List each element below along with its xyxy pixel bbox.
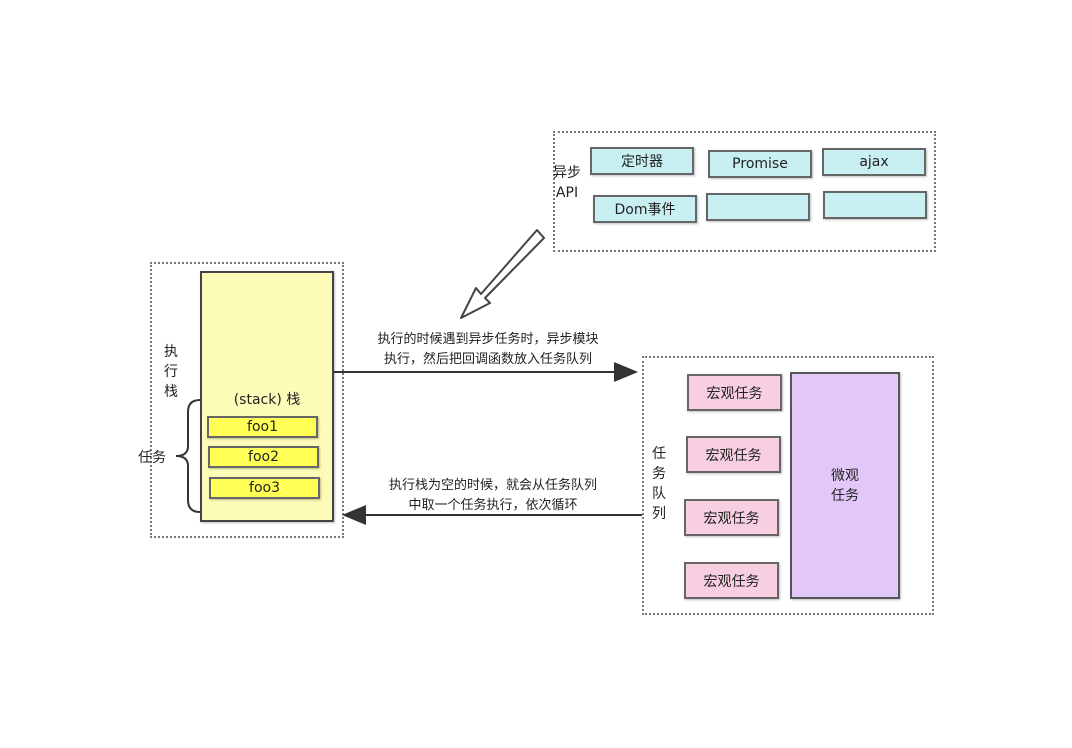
tasks-label: 任务 bbox=[138, 447, 166, 467]
macro-task-1-label: 宏观任务 bbox=[706, 385, 763, 402]
async-api-label-text: 异步API bbox=[553, 165, 581, 201]
macro-task-3: 宏观任务 bbox=[684, 499, 779, 536]
hollow-arrow-icon bbox=[460, 229, 545, 319]
stack-frame-foo1-label: foo1 bbox=[247, 419, 278, 435]
async-api-item-timer: 定时器 bbox=[590, 147, 694, 175]
task-queue-region bbox=[642, 356, 934, 615]
call-stack-label-text: 执行栈 bbox=[164, 344, 178, 400]
async-api-label: 异步API bbox=[551, 163, 583, 203]
stack-label: (stack) 栈 bbox=[200, 389, 334, 409]
stack-label-text: (stack) 栈 bbox=[233, 392, 301, 408]
async-api-item-empty-1 bbox=[706, 193, 810, 221]
macro-task-1: 宏观任务 bbox=[687, 374, 782, 411]
note-to-queue-line2: 执行，然后把回调函数放入任务队列 bbox=[383, 352, 592, 367]
async-api-item-promise: Promise bbox=[708, 150, 812, 178]
note-to-queue-line1: 执行的时候遇到异步任务时，异步模块 bbox=[377, 332, 599, 347]
task-queue-label-text: 任务队列 bbox=[652, 446, 666, 522]
call-stack-label: 执行栈 bbox=[160, 342, 182, 402]
async-api-item-dom-event: Dom事件 bbox=[593, 195, 697, 223]
macro-task-2-label: 宏观任务 bbox=[705, 447, 762, 464]
stack-frame-foo3: foo3 bbox=[209, 477, 320, 499]
stack-frame-foo3-label: foo3 bbox=[249, 480, 280, 496]
note-to-queue: 执行的时候遇到异步任务时，异步模块 执行，然后把回调函数放入任务队列 bbox=[350, 330, 626, 370]
note-to-stack-line2: 中取一个任务执行，依次循环 bbox=[408, 498, 578, 513]
macro-task-4: 宏观任务 bbox=[684, 562, 779, 599]
tasks-label-text: 任务 bbox=[138, 450, 166, 466]
async-api-item-empty-2 bbox=[823, 191, 927, 219]
stack-frame-foo2: foo2 bbox=[208, 446, 319, 468]
macro-task-2: 宏观任务 bbox=[686, 436, 781, 473]
macro-task-3-label: 宏观任务 bbox=[703, 510, 760, 527]
micro-task-label-text: 微观任务 bbox=[831, 468, 859, 504]
task-queue-label: 任务队列 bbox=[648, 444, 670, 524]
micro-task-container bbox=[790, 372, 900, 599]
note-to-stack-line1: 执行栈为空的时候，就会从任务队列 bbox=[388, 478, 597, 493]
async-api-item-timer-label: 定时器 bbox=[621, 154, 663, 170]
micro-task-label: 微观任务 bbox=[790, 466, 900, 506]
async-api-region bbox=[553, 131, 936, 252]
async-api-item-dom-event-label: Dom事件 bbox=[614, 202, 676, 218]
tasks-brace-icon bbox=[175, 399, 201, 513]
async-api-item-ajax: ajax bbox=[822, 148, 926, 176]
async-api-item-ajax-label: ajax bbox=[859, 154, 889, 170]
stack-frame-foo2-label: foo2 bbox=[248, 449, 279, 465]
macro-task-4-label: 宏观任务 bbox=[703, 573, 760, 590]
stack-frame-foo1: foo1 bbox=[207, 416, 318, 438]
call-stack-region bbox=[150, 262, 344, 538]
note-to-stack: 执行栈为空的时候，就会从任务队列 中取一个任务执行，依次循环 bbox=[355, 476, 631, 516]
async-api-item-promise-label: Promise bbox=[732, 156, 788, 172]
